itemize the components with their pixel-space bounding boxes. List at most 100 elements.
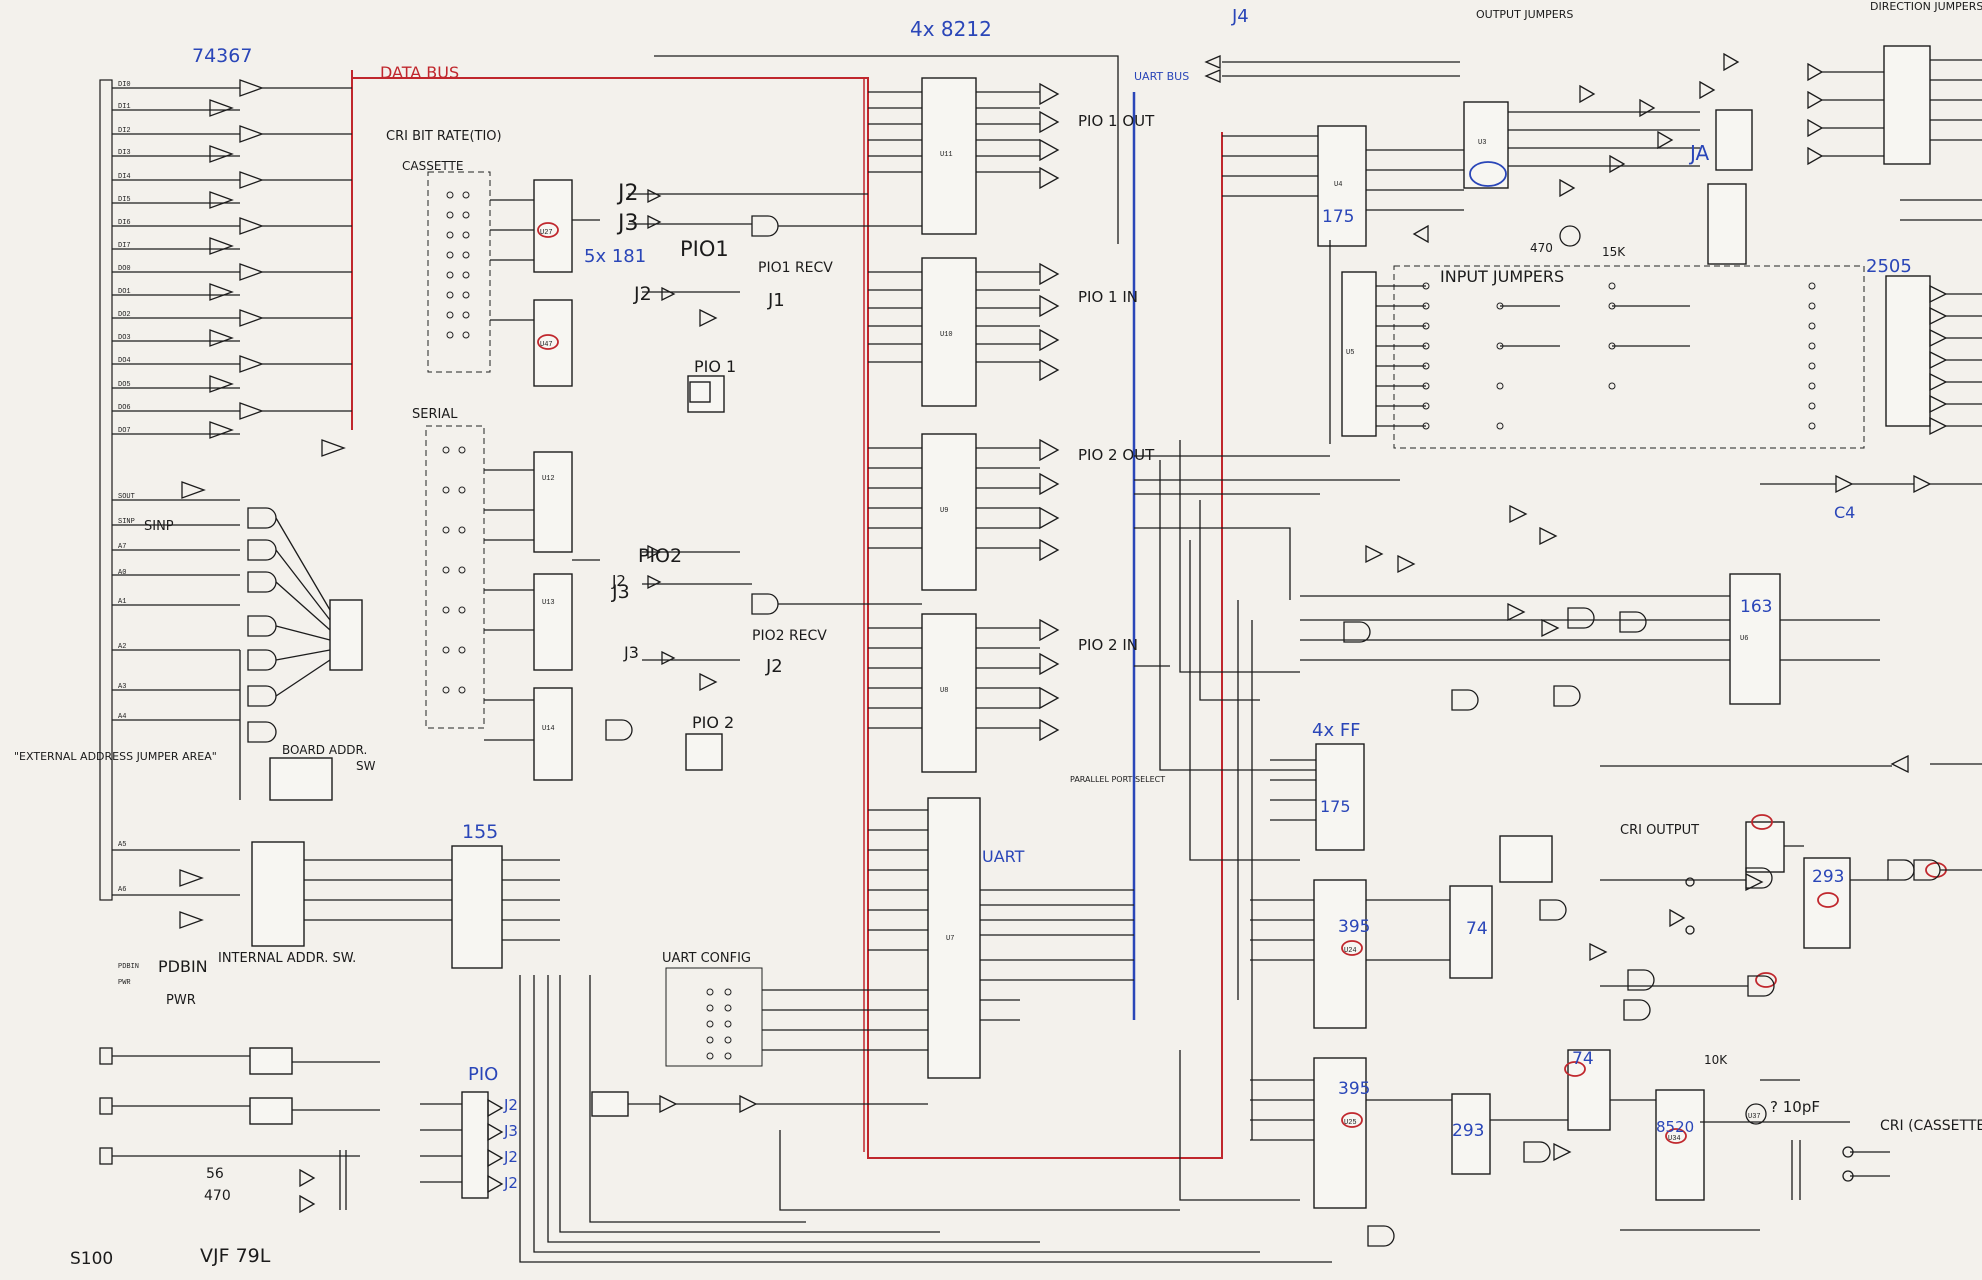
edge-connector-column bbox=[99, 79, 240, 901]
label-s100: S100 bbox=[70, 1249, 113, 1269]
label-output-jumpers: OUTPUT JUMPERS bbox=[1476, 8, 1573, 21]
label-r15k: 15K bbox=[1602, 245, 1626, 259]
pin-label: DO0 bbox=[118, 265, 131, 273]
label-external-address: "EXTERNAL ADDRESS JUMPER AREA" bbox=[14, 750, 217, 763]
label-pio2-box: PIO 2 bbox=[692, 713, 734, 732]
label-pio1-out: PIO 1 OUT bbox=[1078, 112, 1155, 130]
label-pdbin: PDBIN bbox=[158, 957, 208, 976]
pin-label: DO1 bbox=[118, 288, 131, 296]
pio-jumper-block bbox=[420, 1091, 504, 1199]
counter-163-area bbox=[1300, 504, 1880, 711]
label-cri-cassette: CRI (CASSETTE INPUT) bbox=[1880, 1118, 1982, 1134]
pin-label: A7 bbox=[118, 543, 126, 551]
mid-traces bbox=[1134, 240, 1400, 1140]
label-j3-p2: J3 bbox=[503, 1122, 518, 1140]
ic-label: U24 bbox=[1344, 947, 1357, 955]
label-r56: 56 bbox=[206, 1166, 224, 1182]
label-j3-b: J3 bbox=[611, 581, 630, 603]
label-input-jumpers: INPUT JUMPERS bbox=[1440, 267, 1564, 286]
label-10pf: ? 10pF bbox=[1770, 1098, 1820, 1116]
ic-label: U5 bbox=[1346, 349, 1354, 357]
ic-label: U9 bbox=[940, 507, 948, 515]
label-175-mid: 175 bbox=[1320, 797, 1351, 816]
label-pio1-in: PIO 1 IN bbox=[1078, 288, 1138, 306]
pin-label: DO3 bbox=[118, 334, 131, 342]
ic-label: U7 bbox=[946, 935, 954, 943]
pin-label: DO6 bbox=[118, 404, 131, 412]
label-pio1-recv: PIO1 RECV bbox=[758, 260, 833, 276]
label-parallel-port-select: PARALLEL PORT SELECT bbox=[1070, 775, 1165, 784]
pin-label: DI7 bbox=[118, 242, 131, 250]
label-j4: J4 bbox=[1231, 6, 1249, 27]
ic-label: U6 bbox=[1740, 635, 1748, 643]
pin-label: SINP bbox=[118, 518, 135, 526]
latch-chips-8212 bbox=[868, 77, 1134, 1079]
label-293-b: 293 bbox=[1452, 1121, 1484, 1141]
cri-input-area bbox=[1620, 1079, 1890, 1231]
label-uart: UART bbox=[982, 847, 1025, 866]
label-c4: C4 bbox=[1834, 503, 1855, 522]
label-175-top: 175 bbox=[1322, 207, 1354, 227]
jumper-arrows bbox=[647, 188, 676, 666]
buffer-column-74367 bbox=[181, 79, 352, 499]
label-cri-bit-rate: CRI BIT RATE(TIO) bbox=[386, 129, 502, 144]
pin-label: A5 bbox=[118, 841, 126, 849]
ic-label: U4 bbox=[1334, 181, 1342, 189]
label-pio: PIO bbox=[468, 1064, 498, 1085]
ic-label: U13 bbox=[542, 599, 555, 607]
ic-label: U8 bbox=[940, 687, 948, 695]
pin-label: DO2 bbox=[118, 311, 131, 319]
ic-label: U12 bbox=[542, 475, 555, 483]
counter-chips-181 bbox=[484, 179, 600, 781]
label-j3-c: J3 bbox=[623, 643, 639, 662]
label-internal-addr: INTERNAL ADDR. SW. bbox=[218, 951, 356, 966]
baud-switch-areas bbox=[425, 171, 491, 729]
label-j1-a: J1 bbox=[767, 290, 785, 311]
label-pio1-box: PIO 1 bbox=[694, 357, 736, 376]
pin-label: DO7 bbox=[118, 427, 131, 435]
cri-logic-area bbox=[1250, 743, 1705, 1247]
label-4xff: 4x FF bbox=[1312, 720, 1361, 741]
label-j2-b: J2 bbox=[633, 283, 652, 305]
pin-label: A1 bbox=[118, 598, 126, 606]
pin-label: PDBIN bbox=[118, 963, 139, 971]
power-section bbox=[99, 1047, 380, 1214]
label-j2-p1: J2 bbox=[503, 1096, 518, 1114]
label-pio2: PIO2 bbox=[638, 545, 682, 567]
label-pwr: PWR bbox=[166, 993, 196, 1008]
ic-label: U10 bbox=[940, 331, 953, 339]
label-4x8212: 4x 8212 bbox=[910, 17, 992, 41]
pin-label: SOUT bbox=[118, 493, 135, 501]
label-74-a: 74 bbox=[1466, 919, 1488, 939]
pin-label: DI6 bbox=[118, 219, 131, 227]
label-8520: 8520 bbox=[1656, 1118, 1694, 1136]
pio-handshake-logic bbox=[605, 193, 922, 771]
pin-label: DI0 bbox=[118, 81, 131, 89]
pin-label: A3 bbox=[118, 683, 126, 691]
label-uart-config: UART CONFIG bbox=[662, 951, 751, 966]
label-sinp: SINP bbox=[144, 519, 174, 534]
label-155: 155 bbox=[462, 821, 498, 843]
pin-label: A4 bbox=[118, 713, 126, 721]
label-74367: 74367 bbox=[192, 45, 252, 67]
label-395-b: 395 bbox=[1338, 1079, 1370, 1099]
label-10k: 10K bbox=[1704, 1053, 1728, 1067]
label-cassette: CASSETTE bbox=[402, 159, 463, 173]
pin-label: A6 bbox=[118, 886, 126, 894]
label-pio2-in: PIO 2 IN bbox=[1078, 636, 1138, 654]
pin-label: DI5 bbox=[118, 196, 131, 204]
label-cri-output: CRI OUTPUT bbox=[1620, 823, 1699, 838]
edge-pin-labels: DI0 DI1 DI2 DI3 DI4 DI5 DI6 DI7 DO0 DO1 … bbox=[118, 81, 139, 987]
ic-label: U25 bbox=[1344, 1119, 1357, 1127]
pin-label: DO5 bbox=[118, 381, 131, 389]
direction-jumpers bbox=[1699, 45, 1982, 171]
label-board-addr: BOARD ADDR. bbox=[282, 743, 367, 757]
pin-label: DO4 bbox=[118, 357, 131, 365]
address-gates bbox=[239, 507, 363, 801]
label-2505: 2505 bbox=[1866, 256, 1912, 277]
label-uart-bus: UART BUS bbox=[1134, 70, 1189, 83]
label-sw: SW bbox=[356, 759, 376, 773]
uart-config-area bbox=[591, 967, 928, 1117]
internal-address-switch bbox=[179, 841, 560, 969]
